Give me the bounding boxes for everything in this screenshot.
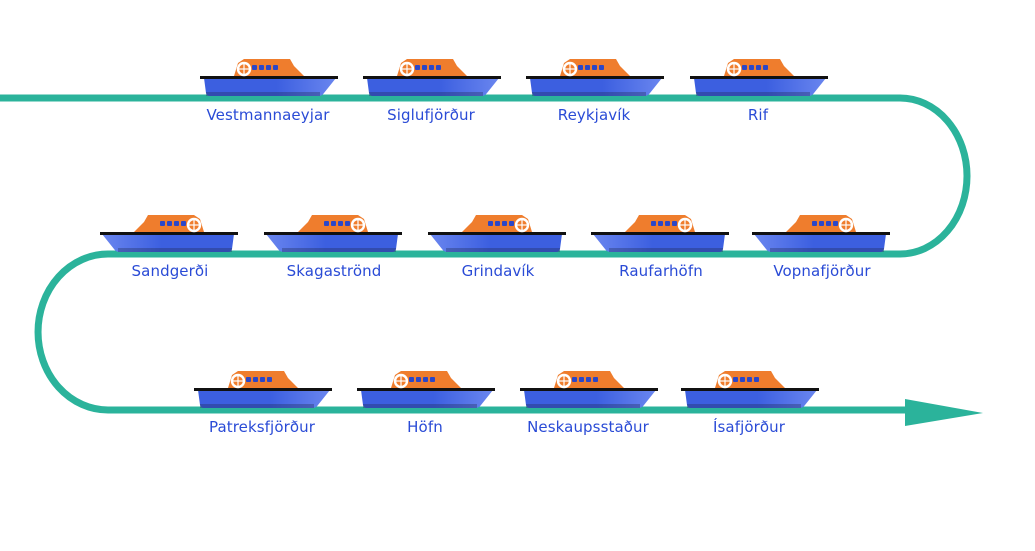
- station-label: Siglufjörður: [387, 106, 475, 124]
- station-label: Vopnafjörður: [773, 262, 870, 280]
- lifeboat-icon: [200, 59, 338, 96]
- route-path: [0, 98, 967, 410]
- lifeboat-icon: [690, 59, 828, 96]
- station-label: Patreksfjörður: [209, 418, 315, 436]
- station-label: Grindavík: [462, 262, 535, 280]
- lifeboat-icon: [681, 371, 819, 408]
- station-label: Reykjavík: [558, 106, 631, 124]
- station-label: Höfn: [407, 418, 443, 436]
- station-label: Raufarhöfn: [619, 262, 703, 280]
- station-label: Sandgerði: [132, 262, 209, 280]
- lifeboat-icon: [526, 59, 664, 96]
- lifeboat-icon: [194, 371, 332, 408]
- station-label: Vestmannaeyjar: [206, 106, 329, 124]
- lifeboat-icon: [428, 215, 566, 252]
- lifeboat-icon: [357, 371, 495, 408]
- lifeboat-icon: [520, 371, 658, 408]
- station-label: Ísafjörður: [713, 418, 785, 436]
- lifeboat-icon: [100, 215, 238, 252]
- station-label: Rif: [748, 106, 768, 124]
- lifeboat-icon: [264, 215, 402, 252]
- lifeboat-icon: [363, 59, 501, 96]
- station-label: Skagaströnd: [287, 262, 382, 280]
- arrowhead-icon: [905, 399, 983, 426]
- lifeboat-icon: [591, 215, 729, 252]
- lifeboat-icon: [752, 215, 890, 252]
- station-label: Neskaupsstaður: [527, 418, 649, 436]
